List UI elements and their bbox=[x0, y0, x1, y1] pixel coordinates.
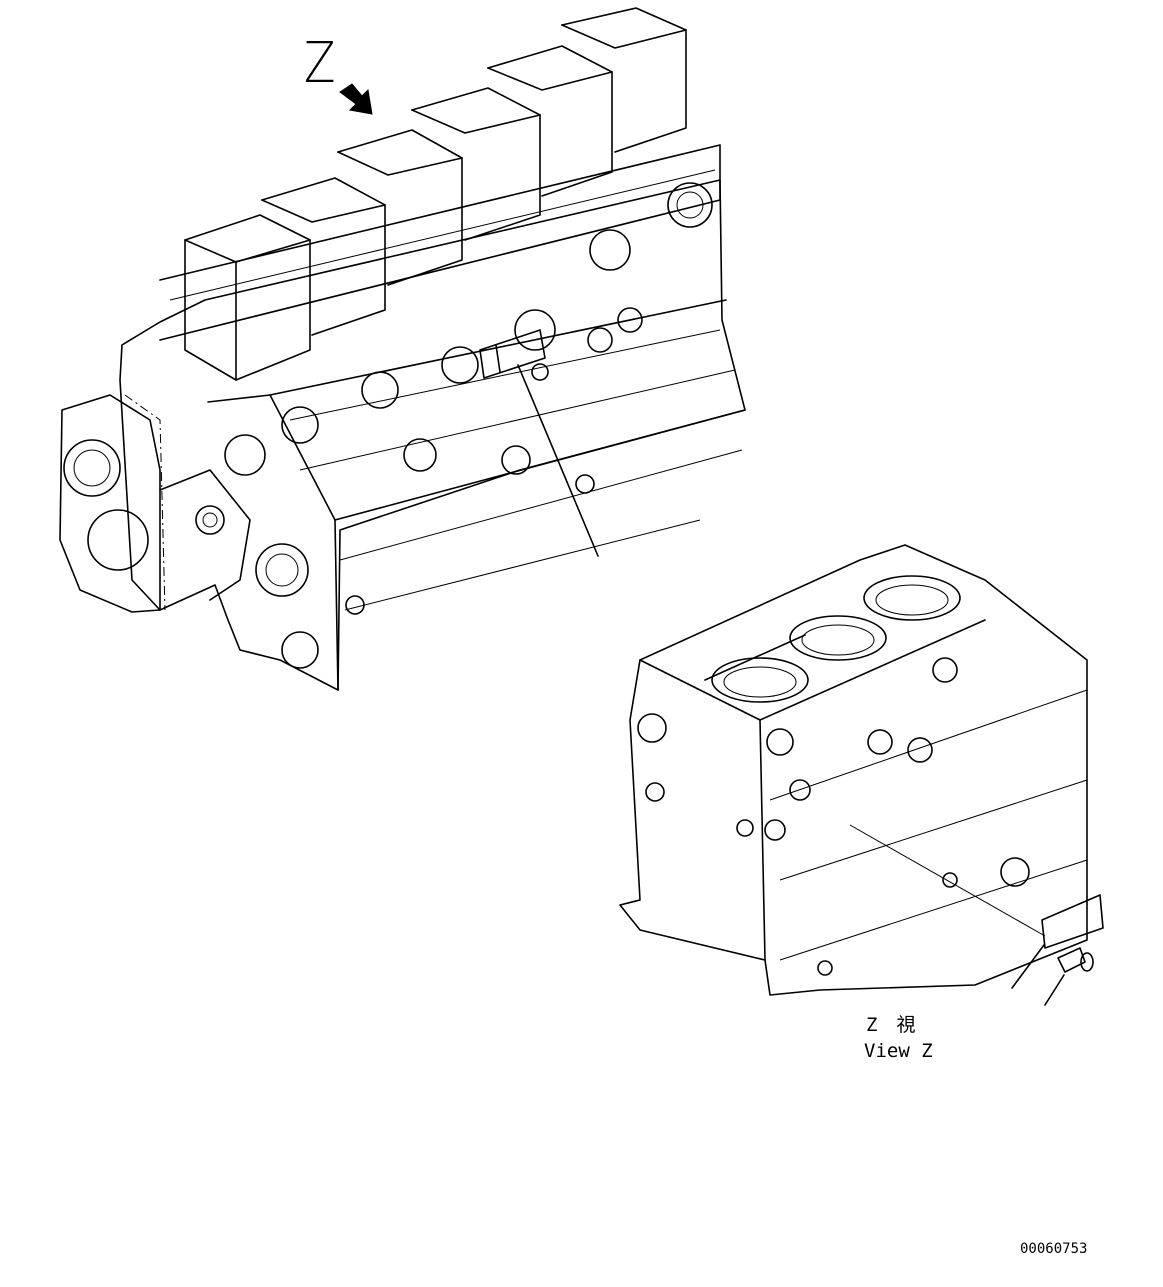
view-title-english: View Z bbox=[864, 1040, 933, 1062]
leader-line-bolt bbox=[1044, 974, 1065, 1006]
figure-number: 00060753 bbox=[1020, 1241, 1088, 1257]
detail-view-block bbox=[619, 544, 1104, 996]
leader-line-detail bbox=[849, 824, 1046, 937]
leader-line-main bbox=[517, 364, 599, 557]
view-direction-arrow-icon bbox=[339, 83, 373, 115]
main-engine-block bbox=[59, 7, 746, 691]
leader-line-plate bbox=[1011, 944, 1045, 989]
view-direction-letter: Z bbox=[304, 31, 336, 96]
view-title-japanese: Z 視 bbox=[866, 1014, 916, 1036]
